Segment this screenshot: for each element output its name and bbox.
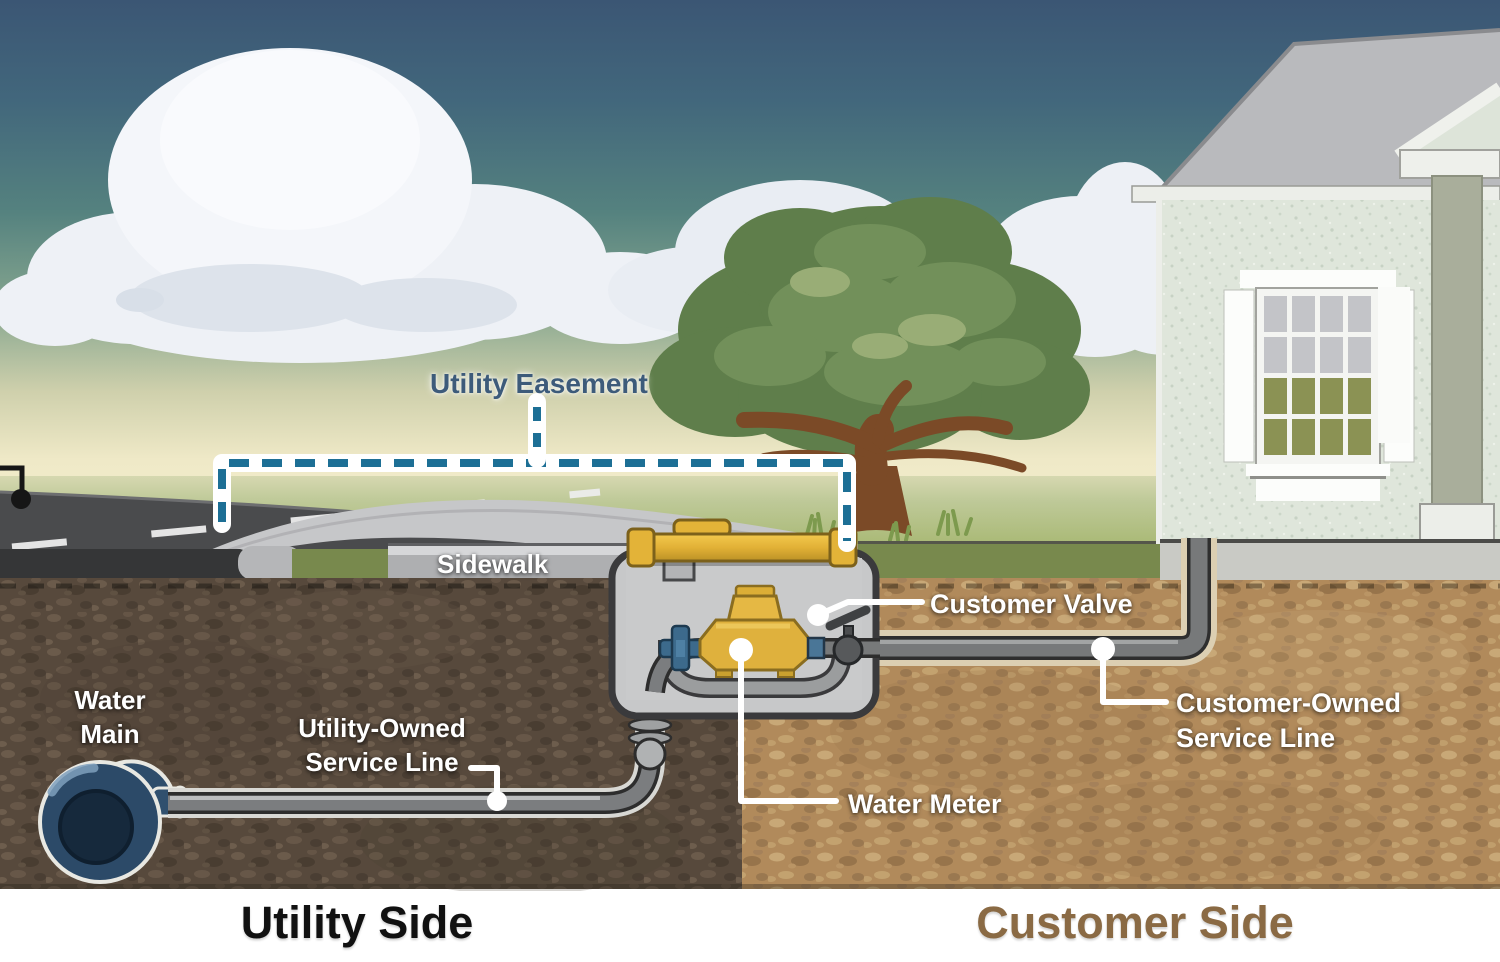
utility-side-title: Utility Side [240,897,474,948]
water-main-label: Water Main [74,685,146,749]
curb [238,546,302,580]
porch-beam [1399,149,1500,179]
customer-sod [858,544,1160,580]
sidewalk-label: Sidewalk [437,549,549,579]
customer-service-line-pipe [860,538,1217,666]
diagram-illustration [0,0,1500,891]
water-meter-device [698,584,826,678]
utility-owned-callout [468,765,500,800]
tree [649,197,1350,542]
meter-box [608,518,880,720]
column-footing [1419,503,1495,541]
water-meter-label: Water Meter [848,789,1002,819]
sidewalk-slab [388,555,632,580]
meter-box-lid [626,518,858,582]
customer-owned-service-line-label: Customer-Owned Service Line [1176,688,1402,754]
cloud-left [0,48,708,363]
parkway-sod [292,549,388,580]
customer-valve-label: Customer Valve [930,589,1133,619]
door [1378,287,1410,443]
customer-side-title: Customer Side [976,897,1294,948]
utility-owned-service-line-label: Utility-Owned Service Line [298,713,466,777]
porch-column [1431,175,1483,507]
callout-dots [487,604,1115,811]
road-edge-face [0,549,256,580]
customer-owned-callout [1100,646,1169,705]
utility-easement-label: Utility Easement [430,368,648,399]
porch [1378,82,1500,541]
customer-valve-device [825,605,871,666]
shutter-left [1223,289,1255,463]
roadside-object [0,465,25,490]
window-panes [1264,296,1371,455]
surface-band [0,541,1160,580]
water-meter-callout [738,647,839,804]
house [1131,28,1500,580]
utility-easement-line [213,393,856,552]
